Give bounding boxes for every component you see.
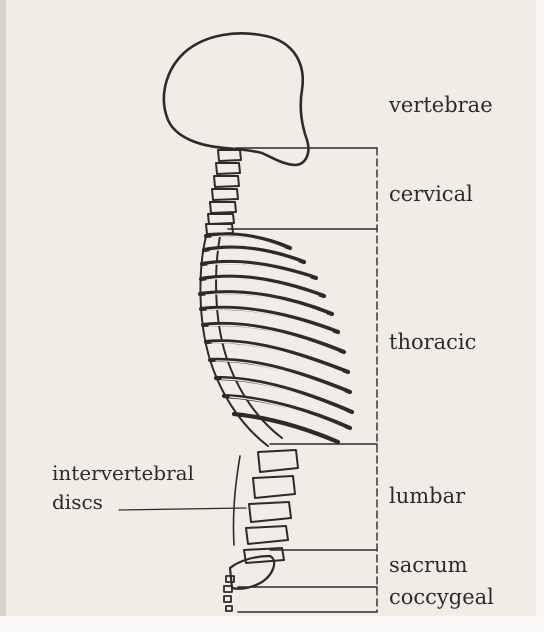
- label-intervertebral: intervertebral: [52, 463, 194, 483]
- ribs: [200, 235, 352, 443]
- discs-leader-line: [119, 508, 246, 510]
- label-lumbar: lumbar: [389, 486, 465, 507]
- coccyx-bones: [224, 576, 234, 611]
- label-discs: discs: [52, 492, 103, 512]
- label-vertebrae: vertebrae: [389, 95, 493, 116]
- label-sacrum: sacrum: [389, 555, 468, 576]
- lumbar-vertebrae: [233, 450, 298, 563]
- skull-outline: [164, 33, 308, 165]
- label-cervical: cervical: [389, 184, 473, 205]
- label-coccygeal: coccygeal: [389, 587, 494, 608]
- label-thoracic: thoracic: [389, 332, 476, 353]
- cervical-vertebrae: [206, 150, 241, 234]
